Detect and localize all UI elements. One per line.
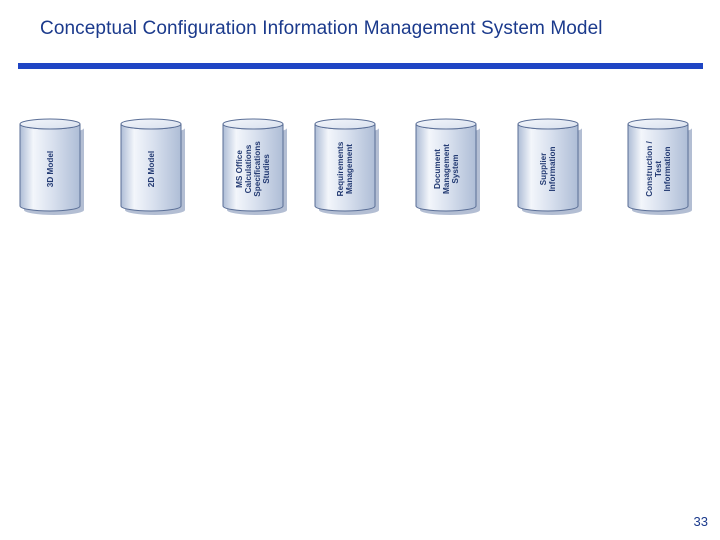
repository-label: Requirements Management (336, 141, 354, 197)
repository-3d-model: 3D Model (17, 118, 84, 215)
database-cylinder-icon (120, 118, 185, 215)
repository-document-management: Document Management System (413, 118, 480, 215)
title-rule (18, 63, 703, 69)
database-cylinder-icon (222, 118, 287, 215)
repository-ms-office: MS Office Calculations Specifications St… (220, 118, 287, 215)
repository-label: Document Management System (432, 143, 460, 195)
database-cylinder-icon (415, 118, 480, 215)
repository-supplier-information: Supplier Information (515, 118, 582, 215)
repository-label: 2D Model (146, 150, 156, 188)
database-cylinder-icon (19, 118, 84, 215)
repository-label: 3D Model (45, 150, 55, 188)
database-cylinder-icon (517, 118, 582, 215)
repository-requirements-management: Requirements Management (312, 118, 379, 215)
repository-label: Construction / Test Information (644, 141, 672, 197)
database-cylinder-icon (314, 118, 379, 215)
repository-construction-test: Construction / Test Information (625, 118, 692, 215)
repository-row: 3D Model 2D Model MS Office Calculations… (0, 118, 720, 218)
repository-2d-model: 2D Model (118, 118, 185, 215)
repository-label: Supplier Information (539, 146, 557, 192)
slide-title: Conceptual Configuration Information Man… (40, 18, 603, 39)
database-cylinder-icon (627, 118, 692, 215)
repository-label: MS Office Calculations Specifications St… (235, 141, 271, 197)
page-number: 33 (693, 514, 708, 529)
